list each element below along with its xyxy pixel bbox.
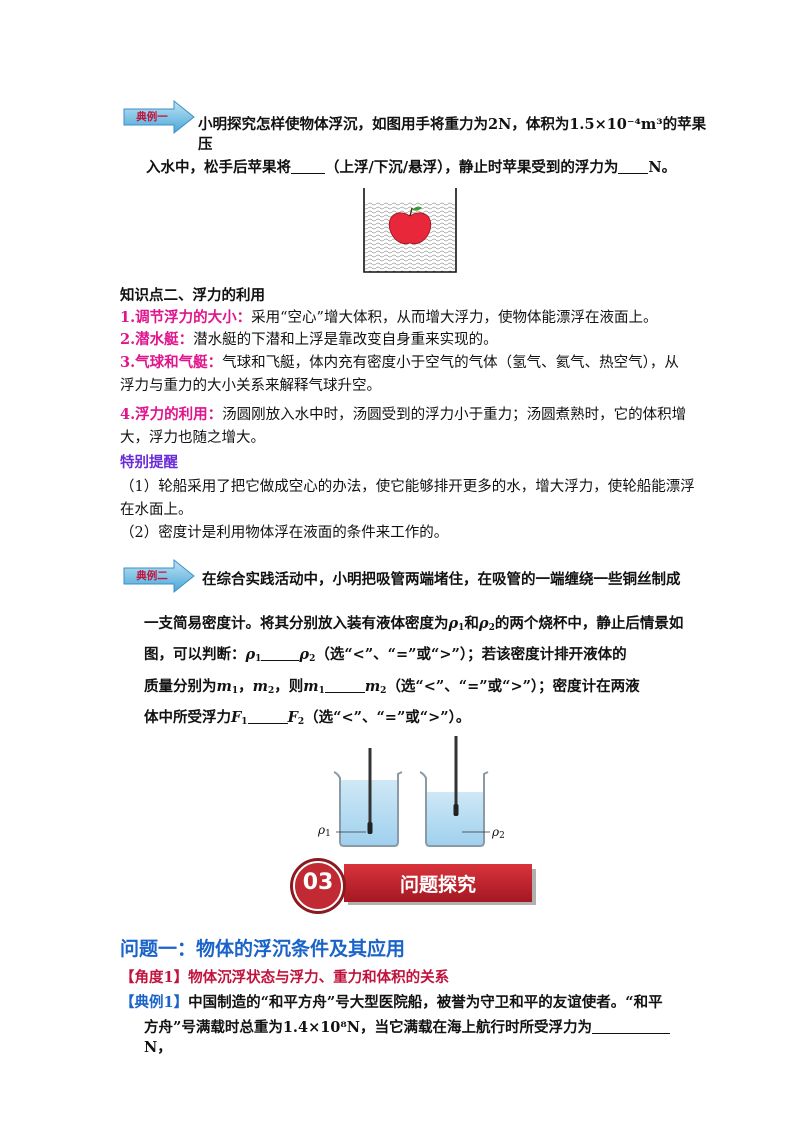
text: （选“<”、“=”或“>”）；若该密度计排开液体的 bbox=[315, 646, 627, 663]
answer-blank[interactable] bbox=[618, 159, 649, 174]
answer-blank[interactable] bbox=[592, 1019, 670, 1034]
text: 一支简易密度计。将其分别放入装有液体密度为 bbox=[144, 615, 449, 632]
rho-symbol: ρ bbox=[245, 646, 256, 663]
answer-blank[interactable] bbox=[247, 709, 288, 724]
apple-beaker-figure bbox=[363, 188, 457, 273]
subscript: 1 bbox=[231, 686, 239, 696]
beaker-1 bbox=[333, 748, 403, 847]
subscript: 1 bbox=[241, 717, 248, 727]
example-2-line-1: 在综合实践活动中，小明把吸管两端堵住，在吸管的一端缠绕一些铜丝制成 bbox=[202, 571, 681, 588]
knowledge-point-title: 知识点二、浮力的利用 bbox=[120, 287, 265, 304]
item-text: 采用“空心”增大体积，从而增大浮力，使物体能漂浮在液面上。 bbox=[251, 310, 658, 326]
subscript: 1 bbox=[255, 654, 262, 664]
example-badge-1: 典例一 bbox=[122, 99, 196, 135]
subscript: 2 bbox=[267, 686, 275, 696]
example-2-line-2: 一支简易密度计。将其分别放入装有液体密度为ρ1和ρ2的两个烧杯中，静止后情景如 bbox=[144, 614, 714, 638]
text: 方舟”号满载时总重为1.4×10⁸N，当它满载在海上航行时所受浮力为 bbox=[144, 1019, 592, 1036]
m-symbol: m bbox=[364, 678, 381, 695]
rho-symbol: ρ bbox=[448, 615, 459, 632]
tip-1: （1）轮船采用了把它做成空心的办法，使它能够排开更多的水，增大浮力，使轮船能漂浮 bbox=[120, 479, 695, 495]
kp-item-4-cont: 大，浮力也随之增大。 bbox=[120, 430, 265, 446]
beaker-2 bbox=[419, 736, 490, 847]
item-key: 4.浮力的利用： bbox=[120, 406, 223, 423]
item-key: 1.调节浮力的大小： bbox=[120, 309, 252, 326]
kp-item-4: 4.浮力的利用：汤圆刚放入水中时，汤圆受到的浮力小于重力；汤圆煮熟时，它的体积增 bbox=[120, 404, 700, 426]
text: ， bbox=[238, 678, 253, 695]
hydrometer-beakers-figure bbox=[333, 736, 490, 847]
badge-label: 典例一 bbox=[136, 111, 168, 123]
arrow-badge-icon bbox=[123, 558, 195, 594]
subscript: 2 bbox=[309, 654, 316, 664]
subscript: 2 bbox=[499, 831, 505, 841]
answer-blank[interactable] bbox=[291, 159, 325, 174]
text: （选“<”、“=”或“>”）；密度计在两液 bbox=[386, 678, 640, 695]
f-symbol: F bbox=[231, 709, 242, 726]
subscript: 1 bbox=[318, 686, 325, 696]
subscript: 2 bbox=[380, 686, 387, 696]
text: 体中所受浮力 bbox=[144, 709, 231, 726]
tip-title: 特别提醒 bbox=[120, 454, 178, 471]
example-q1-line-1: 【典例1】中国制造的“和平方舟”号大型医院船，被誉为守卫和平的友谊使者。“和平 bbox=[120, 993, 680, 1013]
m-symbol: m bbox=[216, 678, 232, 695]
subscript: 1 bbox=[458, 623, 465, 633]
kp-item-2: 2.潜水艇：潜水艇的下潜和上浮是靠改变自身重来实现的。 bbox=[120, 329, 700, 351]
item-text: 汤圆刚放入水中时，汤圆受到的浮力小于重力；汤圆煮熟时，它的体积增 bbox=[222, 407, 687, 423]
text: 入水中，松手后苹果将 bbox=[146, 159, 291, 176]
example-tag: 【典例1】 bbox=[120, 994, 189, 1011]
text: 质量分别为 bbox=[144, 678, 217, 695]
rho1-label: ρ1 bbox=[318, 823, 331, 839]
text: 的两个烧杯中，静止后情景如 bbox=[494, 615, 684, 632]
kp-item-3: 3.气球和气艇：气球和飞艇，体内充有密度小于空气的气体（氢气、氦气、热空气），从 bbox=[120, 352, 700, 374]
rho2-label: ρ2 bbox=[492, 825, 505, 841]
rho-symbol: ρ bbox=[299, 646, 310, 663]
tip-1-cont: 在水面上。 bbox=[120, 502, 193, 518]
rho-symbol: ρ bbox=[478, 615, 489, 632]
apple-icon bbox=[388, 206, 432, 245]
section-title: 问题探究 bbox=[399, 874, 476, 896]
section-number: 03 bbox=[302, 870, 334, 895]
rho-symbol: ρ bbox=[318, 823, 326, 837]
text: N， bbox=[144, 1039, 172, 1056]
kp-item-1: 1.调节浮力的大小：采用“空心”增大体积，从而增大浮力，使物体能漂浮在液面上。 bbox=[120, 307, 700, 329]
text: 图，可以判断： bbox=[144, 646, 246, 663]
text: （上浮/下沉/悬浮），静止时苹果受到的浮力为 bbox=[325, 159, 619, 176]
text: （选“<”、“=”或“>”）。 bbox=[304, 709, 471, 726]
arrow-badge-icon bbox=[123, 99, 195, 135]
item-text: 气球和飞艇，体内充有密度小于空气的气体（氢气、氦气、热空气），从 bbox=[222, 355, 679, 371]
m-symbol: m bbox=[252, 678, 268, 695]
example-q1-line-2: 方舟”号满载时总重为1.4×10⁸N，当它满载在海上航行时所受浮力为 N， bbox=[144, 1018, 684, 1058]
f-symbol: F bbox=[287, 709, 298, 726]
subscript: 2 bbox=[488, 623, 495, 633]
m-symbol: m bbox=[303, 678, 319, 695]
subscript: 2 bbox=[297, 717, 305, 727]
tip-2: （2）密度计是利用物体浮在液面的条件来工作的。 bbox=[120, 525, 449, 541]
angle-heading: 【角度1】物体沉浮状态与浮力、重力和体积的关系 bbox=[120, 969, 450, 986]
subscript: 1 bbox=[325, 829, 331, 839]
text: 和 bbox=[464, 615, 479, 632]
answer-blank[interactable] bbox=[324, 678, 365, 693]
example-1-line-2: 入水中，松手后苹果将 （上浮/下沉/悬浮），静止时苹果受到的浮力为 N。 bbox=[146, 158, 706, 178]
example-badge-2: 典例二 bbox=[122, 558, 196, 594]
text: N。 bbox=[648, 159, 677, 176]
question-title: 问题一：物体的浮沉条件及其应用 bbox=[120, 938, 406, 960]
text: 中国制造的“和平方舟”号大型医院船，被誉为守卫和平的友谊使者。“和平 bbox=[188, 994, 663, 1011]
example-1-line-1: 小明探究怎样使物体浮沉，如图用手将重力为2N，体积为1.5×10⁻⁴m³的苹果压 bbox=[198, 116, 707, 153]
badge-label: 典例二 bbox=[136, 570, 168, 582]
item-key: 3.气球和气艇： bbox=[120, 354, 223, 371]
item-text: 潜水艇的下潜和上浮是靠改变自身重来实现的。 bbox=[193, 332, 498, 348]
section-banner bbox=[290, 858, 536, 914]
text: ，则 bbox=[274, 678, 304, 695]
item-key: 2.潜水艇： bbox=[120, 331, 194, 348]
kp-item-3-cont: 浮力与重力的大小关系来解释气球升空。 bbox=[120, 378, 381, 394]
rho-symbol: ρ bbox=[492, 825, 500, 839]
answer-blank[interactable] bbox=[261, 646, 300, 661]
